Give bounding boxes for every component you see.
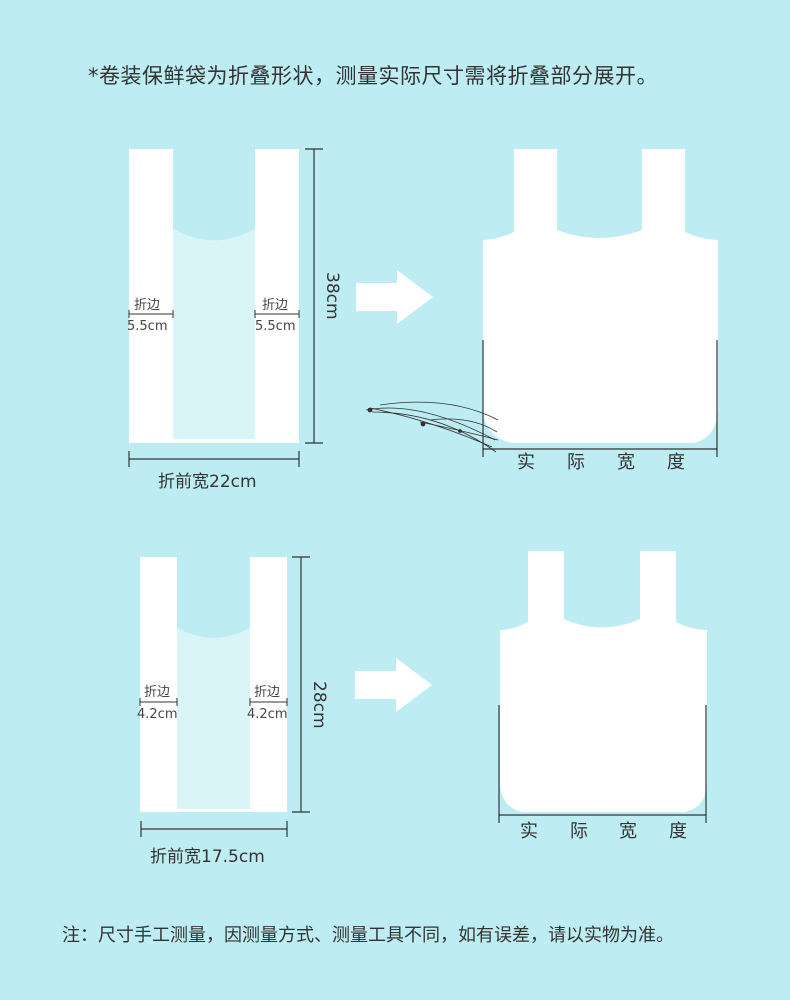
- small-bag-inner-panel: [177, 628, 250, 809]
- small-height-label: 28cm: [309, 681, 329, 729]
- top-note: *卷装保鲜袋为折叠形状，测量实际尺寸需将折叠部分展开。: [88, 64, 658, 88]
- large-bag-inner-panel: [173, 229, 255, 439]
- small-right-fold-label: 折边: [254, 685, 281, 700]
- bottom-note: 注：尺寸手工测量，因测量方式、测量工具不同，如有误差，请以实物为准。: [62, 925, 674, 946]
- large-actual-width-char-4: 度: [667, 452, 685, 473]
- large-height-dimension: [305, 148, 323, 444]
- large-actual-width-char-1: 实: [517, 452, 535, 473]
- small-actual-width-char-4: 度: [669, 821, 687, 842]
- small-actual-width-char-1: 实: [520, 821, 538, 842]
- large-bag-handle-gap: [173, 149, 255, 241]
- large-right-fold-value: 5.5cm: [255, 319, 296, 334]
- pen-scribble: [365, 401, 499, 453]
- large-right-fold-label: 折边: [262, 298, 289, 313]
- large-arrow: [356, 270, 433, 324]
- small-bag-handle-gap: [177, 557, 250, 638]
- small-unfolded-bag: [500, 551, 707, 812]
- small-width-dimension: [140, 821, 288, 837]
- large-actual-width-char-2: 际: [567, 452, 585, 473]
- small-folded-width-label: 折前宽17.5cm: [150, 847, 265, 867]
- small-actual-width-char-3: 宽: [619, 821, 637, 842]
- large-folded-width-label: 折前宽22cm: [158, 472, 257, 492]
- small-unfolded-shape: [500, 551, 707, 812]
- large-width-dimension: [128, 451, 300, 467]
- large-left-fold-value: 5.5cm: [127, 319, 168, 334]
- large-actual-width-char-3: 宽: [617, 452, 635, 473]
- large-unfolded-bag: [483, 149, 718, 443]
- small-actual-width-char-2: 际: [570, 821, 588, 842]
- large-fold-marks: [128, 310, 300, 318]
- small-fold-marks: [139, 698, 288, 706]
- small-folded-bag: [140, 557, 287, 812]
- large-unfolded-shape: [483, 149, 718, 443]
- large-folded-bag: [129, 149, 299, 443]
- large-left-fold-label: 折边: [134, 298, 161, 313]
- small-actual-width-dimension: [498, 705, 707, 823]
- small-arrow: [355, 658, 432, 712]
- large-height-label: 38cm: [322, 272, 342, 320]
- small-height-dimension: [292, 556, 310, 813]
- large-actual-width-dimension: [482, 340, 718, 457]
- small-right-fold-value: 4.2cm: [247, 707, 288, 722]
- small-left-fold-value: 4.2cm: [137, 707, 178, 722]
- small-left-fold-label: 折边: [144, 685, 171, 700]
